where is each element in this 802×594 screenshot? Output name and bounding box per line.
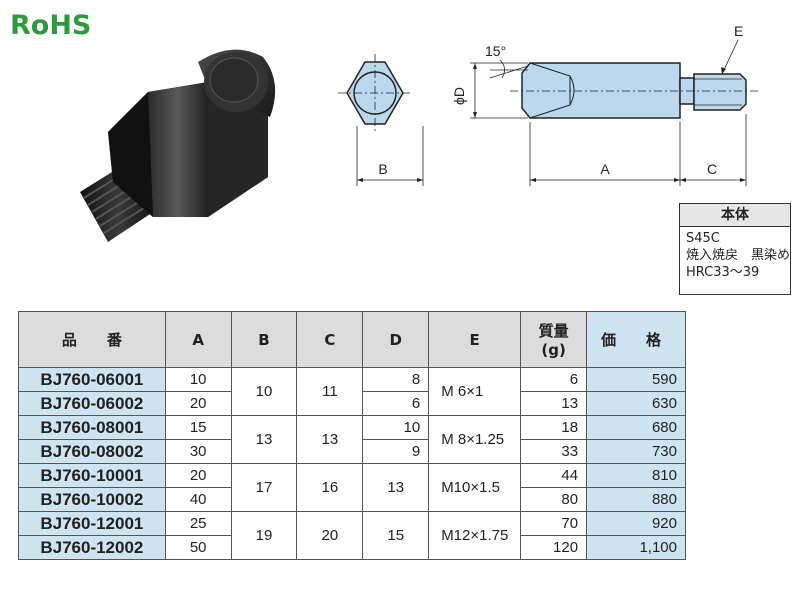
cell-d: 13 bbox=[362, 463, 430, 512]
header-mass-unit: (g) bbox=[541, 341, 566, 359]
spec-table: 品 番 A B C D E 質量 (g) 価 格 BJ760-06001 10 … bbox=[18, 311, 686, 560]
cell-d: 10 bbox=[362, 415, 430, 440]
cell-c: 20 bbox=[296, 511, 364, 560]
table-row: BJ760-06001 10 10 11 8 M 6×1 6 590 bbox=[18, 367, 686, 416]
product-photo bbox=[80, 49, 276, 242]
table-row: BJ760-10002 40 80 880 bbox=[18, 487, 686, 512]
rohs-logo-text: RoHS bbox=[10, 10, 91, 41]
material-title: 本体 bbox=[680, 204, 790, 227]
cell-mass: 6 bbox=[520, 367, 588, 392]
cell-mass: 33 bbox=[520, 439, 588, 464]
cell-c: 13 bbox=[296, 415, 364, 464]
cell-price: 630 bbox=[586, 391, 686, 416]
header-mass-label: 質量 bbox=[538, 322, 569, 340]
end-view: B bbox=[338, 54, 424, 186]
cell-part: BJ760-12002 bbox=[18, 535, 166, 560]
table-row: BJ760-12002 50 120 1,100 bbox=[18, 535, 686, 560]
cell-c: 16 bbox=[296, 463, 364, 512]
material-line: HRC33～39 bbox=[686, 265, 760, 280]
cell-part: BJ760-12001 bbox=[18, 511, 166, 536]
dim-label-b: B bbox=[378, 161, 387, 177]
cell-d: 15 bbox=[362, 511, 430, 560]
cell-price: 730 bbox=[586, 439, 686, 464]
cell-mass: 70 bbox=[520, 511, 588, 536]
cell-price: 810 bbox=[586, 463, 686, 488]
cell-b: 19 bbox=[230, 511, 298, 560]
cell-part: BJ760-06001 bbox=[18, 367, 166, 392]
cell-e: M12×1.75 bbox=[428, 511, 522, 560]
angle-label: 15° bbox=[485, 43, 506, 59]
cell-b: 17 bbox=[230, 463, 298, 512]
cell-mass: 120 bbox=[520, 535, 588, 560]
dimension-drawing: B ϕD 15° A bbox=[338, 23, 758, 186]
header-b: B bbox=[230, 311, 298, 368]
cell-a: 20 bbox=[164, 463, 232, 488]
header-d: D bbox=[362, 311, 430, 368]
cell-c: 11 bbox=[296, 367, 364, 416]
rohs-logo: RoHS bbox=[10, 10, 91, 41]
cell-b: 13 bbox=[230, 415, 298, 464]
header-e: E bbox=[428, 311, 522, 368]
material-line: 焼入焼戻 黒染め bbox=[686, 248, 791, 263]
cell-part: BJ760-10002 bbox=[18, 487, 166, 512]
cell-d: 9 bbox=[362, 439, 430, 464]
cell-a: 15 bbox=[164, 415, 232, 440]
table-row: BJ760-08002 30 9 33 730 bbox=[18, 439, 686, 464]
table-header-row: 品 番 A B C D E 質量 (g) 価 格 bbox=[18, 311, 686, 368]
header-part: 品 番 bbox=[18, 311, 166, 368]
tapered-head bbox=[198, 49, 276, 117]
cell-e: M10×1.5 bbox=[428, 463, 522, 512]
cell-price: 1,100 bbox=[586, 535, 686, 560]
header-a: A bbox=[164, 311, 232, 368]
dim-label-e: E bbox=[734, 23, 743, 39]
table-row: BJ760-10001 20 17 16 13 M10×1.5 44 810 bbox=[18, 463, 686, 512]
cell-part: BJ760-10001 bbox=[18, 463, 166, 488]
cell-price: 880 bbox=[586, 487, 686, 512]
hex-body bbox=[108, 82, 268, 217]
dim-label-a: A bbox=[600, 161, 610, 177]
header-c: C bbox=[296, 311, 364, 368]
table-row: BJ760-12001 25 19 20 15 M12×1.75 70 920 bbox=[18, 511, 686, 560]
cell-a: 30 bbox=[164, 439, 232, 464]
cell-mass: 80 bbox=[520, 487, 588, 512]
header-mass: 質量 (g) bbox=[520, 311, 588, 368]
cell-part: BJ760-08001 bbox=[18, 415, 166, 440]
cell-price: 590 bbox=[586, 367, 686, 392]
cell-price: 920 bbox=[586, 511, 686, 536]
cell-mass: 13 bbox=[520, 391, 588, 416]
cell-mass: 44 bbox=[520, 463, 588, 488]
cell-e: M 6×1 bbox=[428, 367, 522, 416]
cell-e: M 8×1.25 bbox=[428, 415, 522, 464]
table-row: BJ760-06002 20 6 13 630 bbox=[18, 391, 686, 416]
dim-label-d: ϕD bbox=[451, 87, 467, 105]
cell-d: 8 bbox=[362, 367, 430, 392]
cell-a: 20 bbox=[164, 391, 232, 416]
cell-mass: 18 bbox=[520, 415, 588, 440]
cell-price: 680 bbox=[586, 415, 686, 440]
cell-a: 10 bbox=[164, 367, 232, 392]
side-view: ϕD 15° A C E bbox=[451, 23, 758, 186]
cell-a: 40 bbox=[164, 487, 232, 512]
cell-d: 6 bbox=[362, 391, 430, 416]
cell-b: 10 bbox=[230, 367, 298, 416]
cell-part: BJ760-08002 bbox=[18, 439, 166, 464]
cell-a: 25 bbox=[164, 511, 232, 536]
table-row: BJ760-08001 15 13 13 10 M 8×1.25 18 680 bbox=[18, 415, 686, 464]
dim-label-c: C bbox=[707, 161, 717, 177]
material-body: S45C 焼入焼戻 黒染め HRC33～39 bbox=[680, 227, 790, 281]
material-box: 本体 S45C 焼入焼戻 黒染め HRC33～39 bbox=[679, 203, 791, 295]
header-price: 価 格 bbox=[586, 311, 686, 368]
material-line: S45C bbox=[686, 231, 720, 246]
cell-a: 50 bbox=[164, 535, 232, 560]
cell-part: BJ760-06002 bbox=[18, 391, 166, 416]
